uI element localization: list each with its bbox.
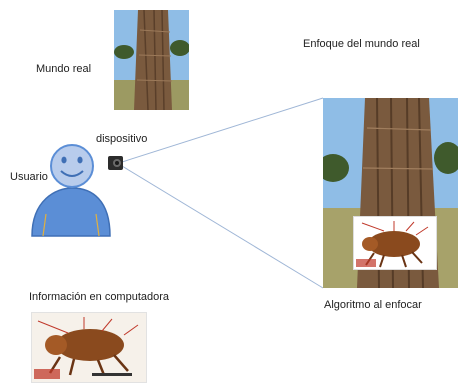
real-world-photo — [114, 10, 189, 110]
insect-diagram-photo — [356, 221, 429, 268]
overlay-info-card — [353, 216, 437, 270]
focused-view-photo — [323, 98, 458, 288]
real-world-label: Mundo real — [36, 63, 92, 75]
computer-info-photo — [31, 312, 147, 383]
device-label: dispositivo — [96, 133, 148, 145]
tree-trunk-photo — [114, 10, 189, 110]
real-world-focus-label: Enfoque del mundo real — [303, 38, 420, 50]
sight-line-bottom — [121, 165, 324, 289]
focus-algorithm-label: Algoritmo al enfocar — [324, 299, 422, 311]
insect-diagram-photo — [32, 313, 146, 382]
sight-line-top — [121, 97, 324, 163]
user-label: Usuario — [10, 171, 48, 183]
computer-info-label: Información en computadora — [29, 291, 170, 303]
